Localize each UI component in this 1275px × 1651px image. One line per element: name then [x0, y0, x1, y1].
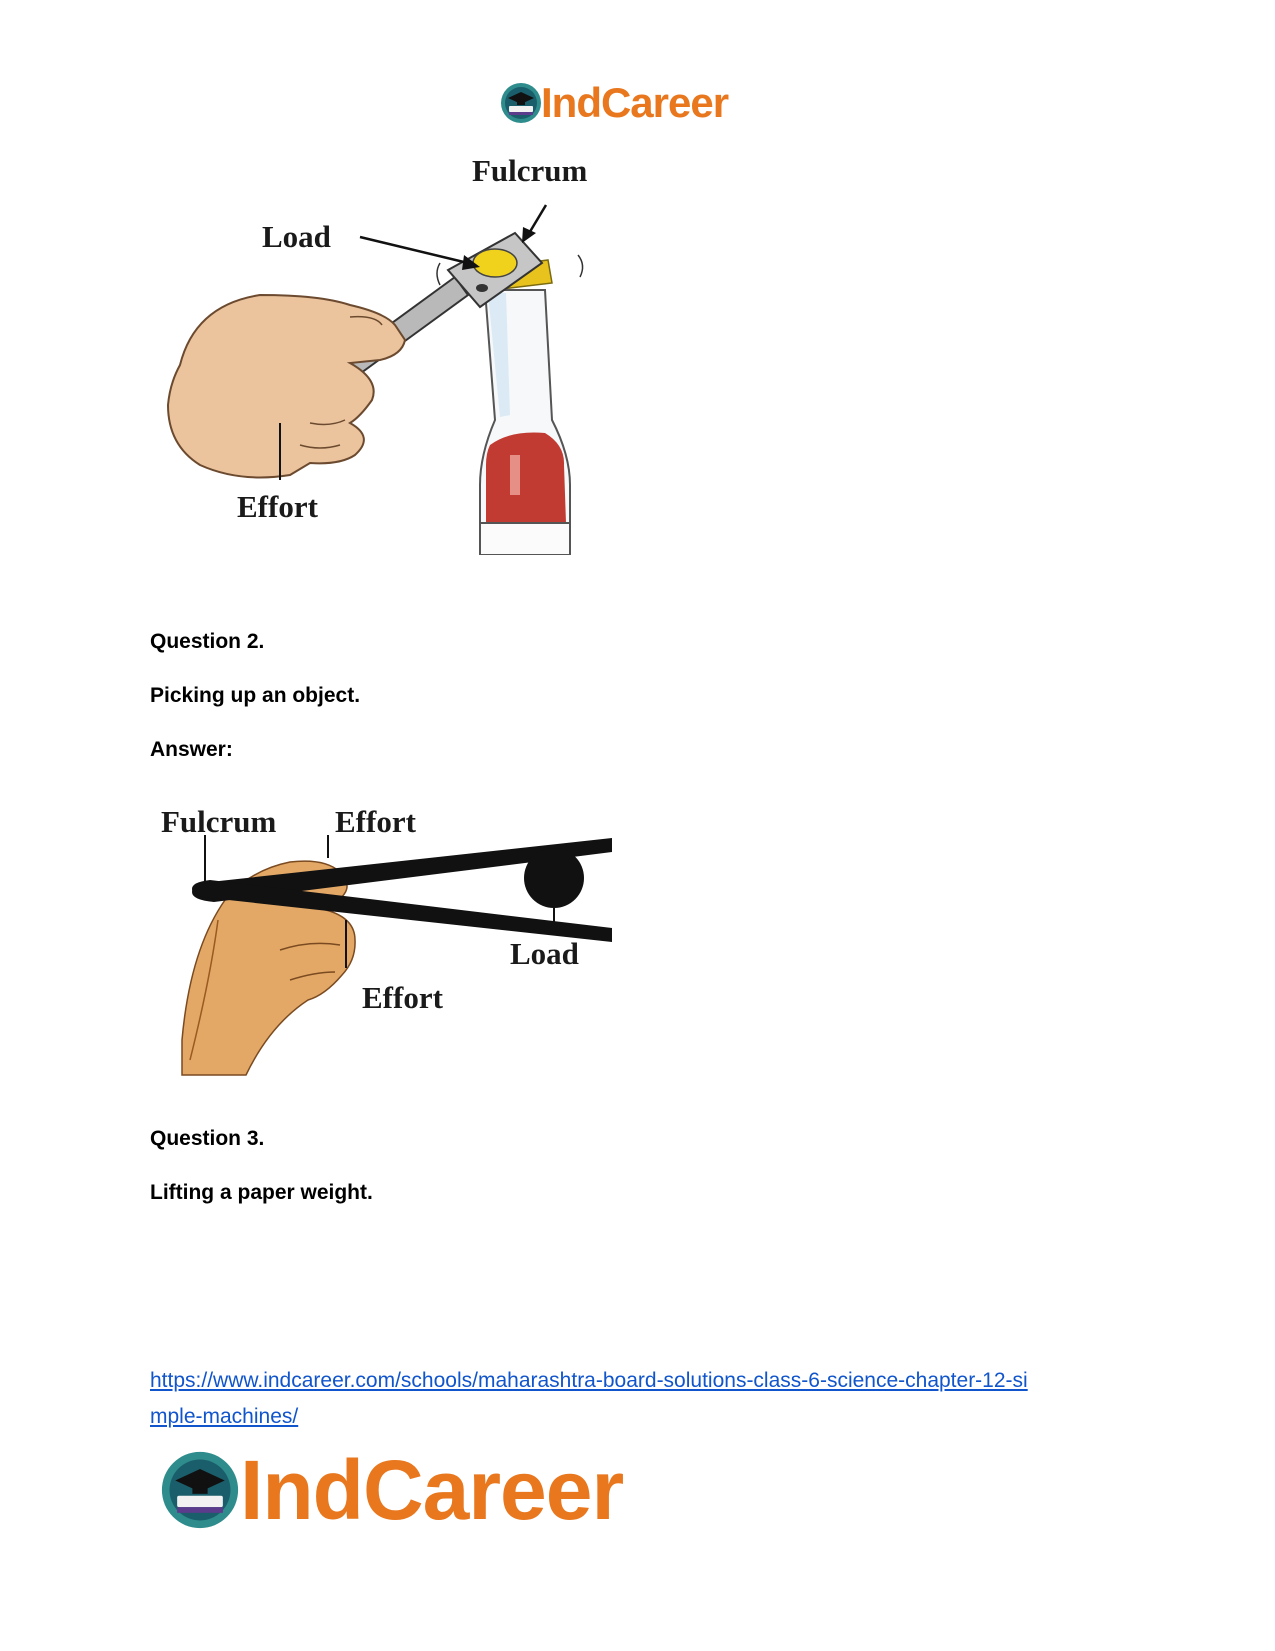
footer-link-line-2[interactable]: mple-machines/: [150, 1405, 299, 1428]
footer-link-line-1[interactable]: https://www.indcareer.com/schools/mahara…: [150, 1369, 1028, 1392]
question-3-text: Lifting a paper weight.: [150, 1181, 373, 1204]
header-logo: IndCareer: [500, 80, 780, 126]
fulcrum-arrow: [526, 204, 548, 236]
hand: [166, 293, 407, 479]
label-effort: Effort: [237, 489, 319, 524]
label-load: Load: [262, 219, 331, 254]
tongs: [192, 838, 612, 942]
bottle: [479, 289, 571, 555]
load-arrow: [359, 235, 469, 265]
answer-label: Answer:: [150, 738, 233, 761]
bottle-opener-diagram: Fulcrum Load Effort: [166, 155, 588, 555]
label-effort-bottom: Effort: [362, 980, 444, 1015]
brand-name: IndCareer: [541, 79, 729, 126]
graduation-book-icon: [501, 83, 541, 123]
graduation-book-icon: [161, 1451, 239, 1529]
hand: [181, 860, 356, 1076]
question-2-text: Picking up an object.: [150, 684, 361, 707]
label-load: Load: [510, 936, 579, 971]
tongs-diagram: Fulcrum Effort Load Effort: [161, 804, 612, 1076]
footer-logo: IndCareer: [160, 1448, 700, 1532]
brand-name: IndCareer: [240, 1443, 624, 1537]
label-effort-top: Effort: [335, 804, 417, 839]
footer-link[interactable]: https://www.indcareer.com/schools/mahara…: [150, 1363, 1130, 1435]
question-2-number: Question 2.: [150, 630, 265, 653]
label-fulcrum: Fulcrum: [161, 804, 277, 839]
label-fulcrum: Fulcrum: [472, 155, 588, 188]
load-ball: [524, 848, 584, 908]
question-3-number: Question 3.: [150, 1127, 265, 1150]
